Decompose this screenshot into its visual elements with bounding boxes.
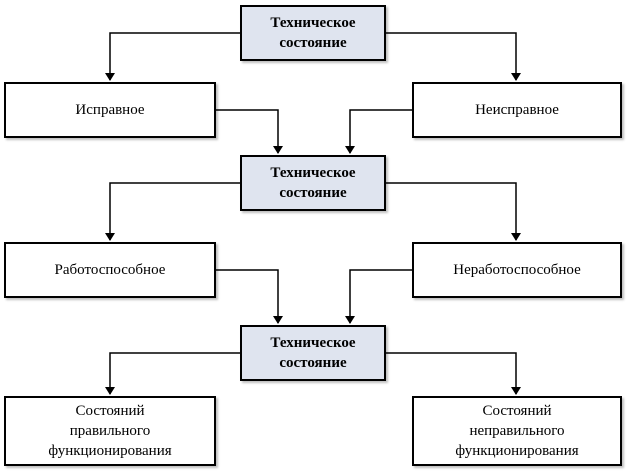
technical-state-header-2: Техническое состояние	[240, 155, 386, 211]
correct-functioning-line-1: Состояний	[75, 403, 145, 419]
header-1-line-2: состояние	[279, 35, 347, 51]
inoperable-label: Неработоспособное	[453, 262, 581, 278]
faulty-label: Неисправное	[475, 102, 559, 118]
correct-functioning-line-3: функционирования	[48, 443, 172, 459]
incorrect-functioning-line-3: функционирования	[455, 443, 579, 459]
correct-functioning-node: Состояний правильного функционирования	[4, 396, 216, 466]
operable-node: Работоспособное	[4, 242, 216, 298]
connector-faulty-to-header2	[345, 109, 412, 154]
connector-inoperable-to-header3	[345, 269, 412, 324]
connector-header1-to-serviceable	[105, 32, 240, 81]
header-2-line-1: Техническое	[270, 165, 356, 181]
incorrect-functioning-line-2: неправильного	[469, 423, 565, 439]
correct-functioning-line-2: правильного	[69, 423, 151, 439]
connector-serviceable-to-header2	[216, 109, 283, 154]
incorrect-functioning-line-1: Состояний	[482, 403, 552, 419]
serviceable-node: Исправное	[4, 82, 216, 138]
inoperable-node: Неработоспособное	[412, 242, 622, 298]
connector-header3-to-correct	[105, 352, 240, 395]
faulty-node: Неисправное	[412, 82, 622, 138]
operable-label: Работоспособное	[54, 262, 166, 278]
header-1-line-1: Техническое	[270, 15, 356, 31]
connector-header2-to-operable	[105, 182, 240, 241]
connector-operable-to-header3	[216, 269, 283, 324]
connector-header3-to-incorrect	[386, 352, 521, 395]
technical-state-header-1: Техническое состояние	[240, 5, 386, 61]
header-2-line-2: состояние	[279, 185, 347, 201]
connector-header1-to-faulty	[386, 32, 521, 81]
serviceable-label: Исправное	[75, 102, 145, 118]
header-3-line-1: Техническое	[270, 335, 356, 351]
incorrect-functioning-node: Состояний неправильного функционирования	[412, 396, 622, 466]
technical-state-header-3: Техническое состояние	[240, 325, 386, 381]
connector-header2-to-inoperable	[386, 182, 521, 241]
header-3-line-2: состояние	[279, 355, 347, 371]
